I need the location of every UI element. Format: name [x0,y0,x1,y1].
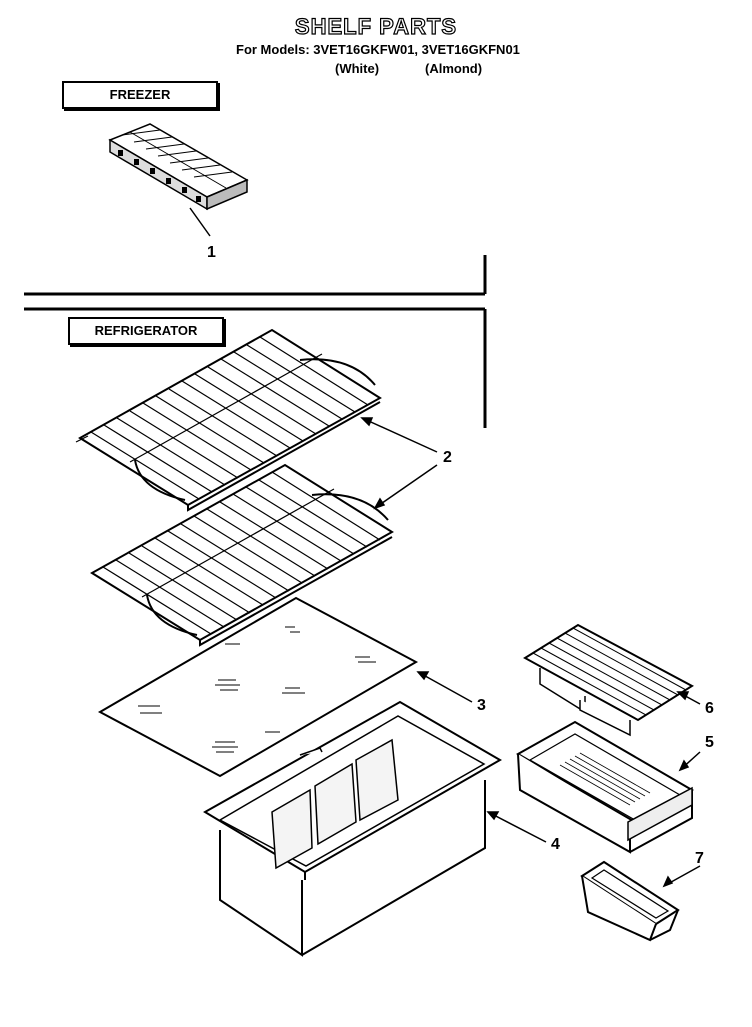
leader-1 [189,207,211,237]
crisper-drawer-part-4 [203,700,503,957]
door-bin-part-7 [580,860,680,942]
glass-shelf-part-3 [97,596,419,778]
callout-7: 7 [695,850,704,867]
leader-7 [662,865,701,888]
page-title: SHELF PARTS [294,13,458,39]
color-almond: (Almond) [425,61,483,76]
meat-drawer-part-5 [515,720,695,854]
callout-6: 6 [705,700,714,717]
leader-3 [416,671,473,703]
ice-tray-part-1 [108,123,249,211]
color-white: (White) [335,61,380,76]
callout-5: 5 [705,734,714,751]
wire-shelf-upper-part-2 [75,328,382,512]
leader-4 [486,811,547,843]
small-wire-shelf-part-6 [523,623,694,737]
callout-3: 3 [477,697,486,714]
callout-2: 2 [443,449,452,466]
refrigerator-section-label: REFRIGERATOR [68,317,224,345]
callout-4: 4 [551,836,560,853]
leader-5 [678,751,701,772]
wire-shelf-lower-part-2 [90,463,394,647]
leaders-2 [360,417,438,510]
callout-1: 1 [207,244,216,261]
leader-6 [676,691,701,705]
freezer-section-label: FREEZER [62,81,218,109]
models-line: For Models: 3VET16GKFW01, 3VET16GKFN01 [236,42,520,57]
